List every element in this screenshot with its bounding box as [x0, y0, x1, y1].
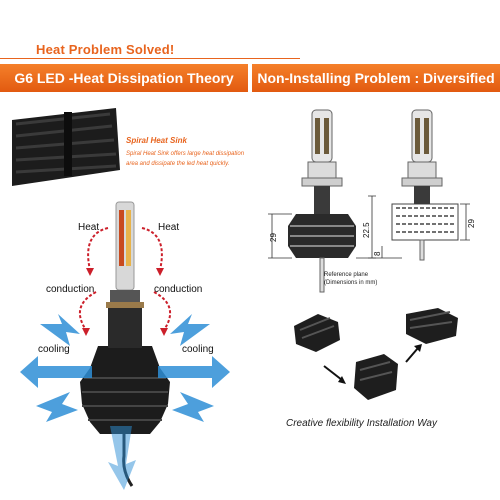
- led-chip-body: [115, 201, 135, 291]
- installation-pieces-diagram: [294, 308, 458, 400]
- spiral-heat-sink-description: Spiral Heat Sink offers large heat dissi…: [126, 151, 245, 167]
- reference-plane-note: Reference plane (Dimensions in mm): [324, 271, 377, 287]
- cooling-label-right: cooling: [182, 344, 214, 355]
- spiral-heat-sink-title: Spiral Heat Sink: [126, 136, 187, 145]
- left-bulb-drawing: [288, 109, 356, 293]
- page-title: Heat Problem Solved!: [36, 42, 175, 57]
- dimension-right-height: 29: [467, 219, 476, 228]
- reference-plane-label: Reference plane: [324, 272, 369, 278]
- bulb-collar: [110, 290, 140, 302]
- cooling-label-left: cooling: [38, 344, 70, 355]
- flow-arrows: [323, 344, 422, 384]
- heat-arrows: [78, 227, 172, 331]
- conduction-label-right: conduction: [154, 284, 202, 295]
- led-chip: [119, 210, 124, 266]
- dimension-mid-b: 8: [373, 251, 382, 256]
- right-bulb-drawing: [391, 109, 459, 261]
- conduction-label-left: conduction: [46, 284, 94, 295]
- heat-label-right: Heat: [158, 222, 179, 233]
- installing-problem-banner: Non-Installing Problem : Diversified: [252, 64, 500, 92]
- heat-sink-piece-middle: [354, 354, 398, 400]
- heat-dissipation-banner: G6 LED -Heat Dissipation Theory: [0, 64, 248, 92]
- dimension-lines: [268, 195, 470, 259]
- spiral-heat-sink-photo: [12, 100, 124, 190]
- heat-label-left: Heat: [78, 222, 99, 233]
- dimension-left-height: 29: [269, 233, 278, 242]
- dimension-mid-a: 22.5: [362, 222, 371, 238]
- heat-sink-piece-left: [294, 314, 340, 352]
- cooling-arrows: [20, 314, 230, 490]
- dimensions-unit-label: (Dimensions in mm): [324, 280, 378, 286]
- title-underline: [0, 58, 300, 59]
- heat-sink-piece-right: [406, 308, 458, 344]
- heat-dissipation-diagram: Heat Heat conduction conduction cooling …: [20, 201, 230, 490]
- installation-caption: Creative flexibility Installation Way: [286, 418, 437, 429]
- heat-sink-graphic: [80, 308, 170, 487]
- technical-dimension-drawing: 29 22.5 8 29: [268, 109, 476, 293]
